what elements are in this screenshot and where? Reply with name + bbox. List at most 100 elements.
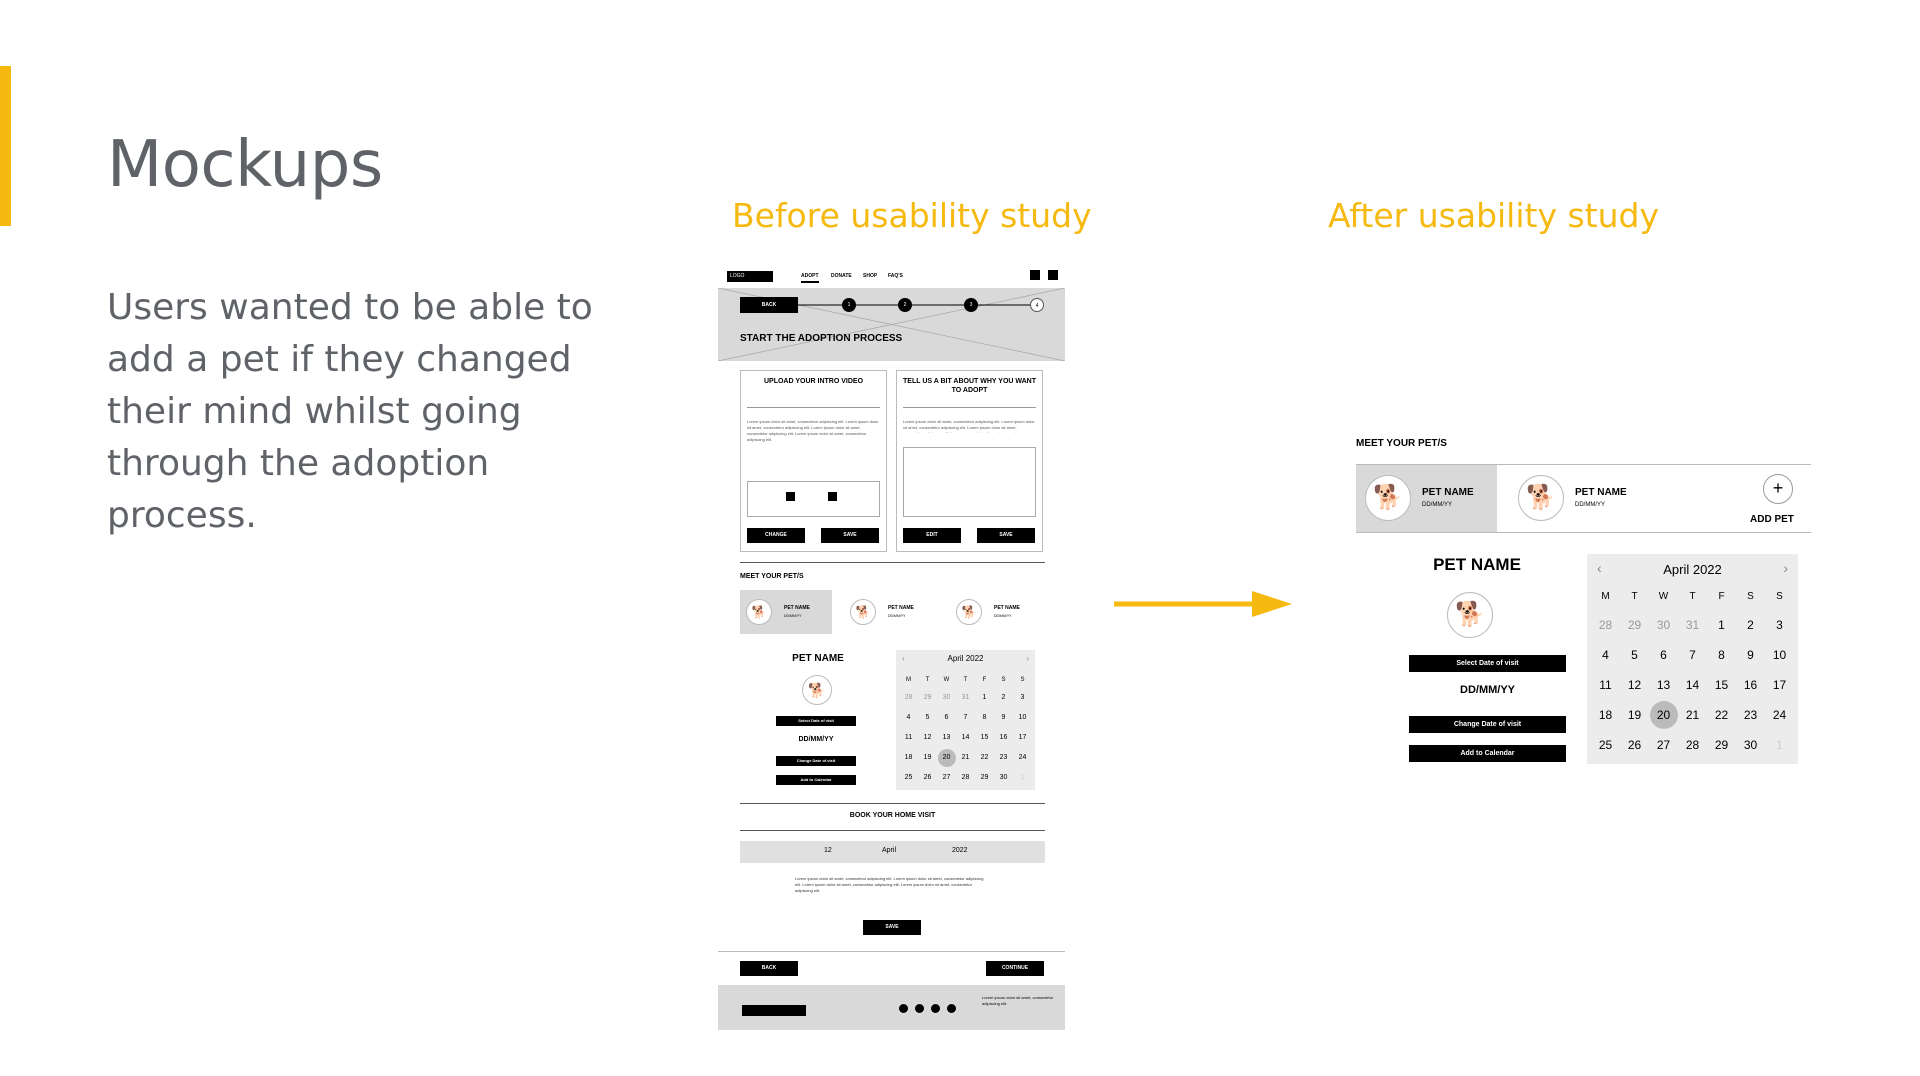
cal-day[interactable]: 12 xyxy=(918,728,937,748)
cal-day[interactable]: 1 xyxy=(1013,768,1032,788)
wf-back-button[interactable]: BACK xyxy=(740,961,798,976)
wf-change-date-button[interactable]: Change Date of visit xyxy=(776,756,856,766)
cal-day[interactable]: 25 xyxy=(899,768,918,788)
social-icon[interactable] xyxy=(931,1004,940,1013)
cal-next-icon[interactable]: › xyxy=(1026,654,1029,663)
cal-day[interactable]: 12 xyxy=(1620,670,1649,700)
wf-nav-cart-icon[interactable] xyxy=(1048,270,1058,280)
cal-day[interactable]: 5 xyxy=(918,708,937,728)
cal-day[interactable]: 7 xyxy=(1678,640,1707,670)
cal-day[interactable]: 19 xyxy=(1620,700,1649,730)
cal-day[interactable]: 14 xyxy=(956,728,975,748)
after-change-date-button[interactable]: Change Date of visit xyxy=(1409,716,1566,733)
cal-day[interactable]: 24 xyxy=(1013,748,1032,768)
cal-day[interactable]: 1 xyxy=(1765,730,1794,760)
after-select-date-button[interactable]: Select Date of visit xyxy=(1409,655,1566,672)
cal-day[interactable]: 31 xyxy=(956,688,975,708)
add-pet-label[interactable]: ADD PET xyxy=(1750,514,1794,525)
wf-date-year[interactable]: 2022 xyxy=(952,847,968,854)
cal-next-icon[interactable]: › xyxy=(1783,560,1788,576)
cal-day[interactable]: 14 xyxy=(1678,670,1707,700)
cal-day[interactable]: 3 xyxy=(1765,610,1794,640)
cal-day[interactable]: 25 xyxy=(1591,730,1620,760)
cal-day[interactable]: 22 xyxy=(975,748,994,768)
wf-save-button[interactable]: SAVE xyxy=(821,528,879,543)
wf-pet-card[interactable]: 🐕 PET NAME DD/MM/YY xyxy=(740,590,832,634)
cal-day[interactable]: 10 xyxy=(1765,640,1794,670)
wf-save-button[interactable]: SAVE xyxy=(863,920,921,935)
cal-day[interactable]: 26 xyxy=(918,768,937,788)
cal-day[interactable]: 29 xyxy=(1707,730,1736,760)
cal-day[interactable]: 16 xyxy=(1736,670,1765,700)
wf-nav-donate[interactable]: DONATE xyxy=(831,273,852,279)
cal-day[interactable]: 28 xyxy=(1678,730,1707,760)
wf-nav-faqs[interactable]: FAQ'S xyxy=(888,273,903,279)
cal-day[interactable]: 3 xyxy=(1013,688,1032,708)
cal-day[interactable]: 11 xyxy=(899,728,918,748)
wf-nav-adopt[interactable]: ADOPT xyxy=(801,273,819,283)
cal-day[interactable]: 4 xyxy=(1591,640,1620,670)
cal-day[interactable]: 15 xyxy=(975,728,994,748)
cal-day[interactable]: 6 xyxy=(1649,640,1678,670)
cal-day[interactable]: 29 xyxy=(975,768,994,788)
wf-change-button[interactable]: CHANGE xyxy=(747,528,805,543)
cal-day[interactable]: 18 xyxy=(899,748,918,768)
cal-day[interactable]: 28 xyxy=(1591,610,1620,640)
cal-day[interactable]: 8 xyxy=(975,708,994,728)
cal-day[interactable]: 17 xyxy=(1013,728,1032,748)
after-pet-card[interactable]: 🐕 PET NAME DD/MM/YY xyxy=(1497,465,1657,532)
wf-nav-shop[interactable]: SHOP xyxy=(863,273,878,279)
wf-add-calendar-button[interactable]: Add to Calendar xyxy=(776,775,856,785)
cal-day[interactable]: 30 xyxy=(994,768,1013,788)
wf-date-day[interactable]: 12 xyxy=(824,847,832,854)
cal-day[interactable]: 9 xyxy=(1736,640,1765,670)
wf-save-button[interactable]: SAVE xyxy=(977,528,1035,543)
wf-edit-button[interactable]: EDIT xyxy=(903,528,961,543)
cal-day[interactable]: 2 xyxy=(1736,610,1765,640)
cal-day[interactable]: 8 xyxy=(1707,640,1736,670)
add-pet-plus-icon[interactable]: + xyxy=(1763,474,1793,504)
cal-day[interactable]: 22 xyxy=(1707,700,1736,730)
cal-day[interactable]: 6 xyxy=(937,708,956,728)
social-icon[interactable] xyxy=(915,1004,924,1013)
wf-nav-account-icon[interactable] xyxy=(1030,270,1040,280)
cal-day[interactable]: 4 xyxy=(899,708,918,728)
cal-day[interactable]: 13 xyxy=(937,728,956,748)
cal-day[interactable]: 23 xyxy=(994,748,1013,768)
cal-day[interactable]: 19 xyxy=(918,748,937,768)
wf-logo[interactable]: LOGO xyxy=(727,271,773,282)
social-icon[interactable] xyxy=(947,1004,956,1013)
cal-day[interactable]: 13 xyxy=(1649,670,1678,700)
cal-day[interactable]: 29 xyxy=(918,688,937,708)
cal-day[interactable]: 1 xyxy=(1707,610,1736,640)
cal-day[interactable]: 21 xyxy=(956,748,975,768)
cal-day[interactable]: 29 xyxy=(1620,610,1649,640)
wf-continue-button[interactable]: CONTINUE xyxy=(986,961,1044,976)
cal-day[interactable]: 1 xyxy=(975,688,994,708)
cal-day[interactable]: 28 xyxy=(899,688,918,708)
social-icon[interactable] xyxy=(899,1004,908,1013)
cal-day[interactable]: 23 xyxy=(1736,700,1765,730)
cal-day[interactable]: 31 xyxy=(1678,610,1707,640)
cal-day[interactable]: 5 xyxy=(1620,640,1649,670)
after-add-calendar-button[interactable]: Add to Calendar xyxy=(1409,745,1566,762)
cal-day[interactable]: 15 xyxy=(1707,670,1736,700)
cal-day[interactable]: 30 xyxy=(1736,730,1765,760)
cal-day[interactable]: 28 xyxy=(956,768,975,788)
cal-day[interactable]: 11 xyxy=(1591,670,1620,700)
wf-upload-box[interactable] xyxy=(747,481,880,517)
cal-day[interactable]: 27 xyxy=(1649,730,1678,760)
cal-day[interactable]: 7 xyxy=(956,708,975,728)
cal-day[interactable]: 30 xyxy=(1649,610,1678,640)
wf-back-button[interactable]: BACK xyxy=(740,297,798,313)
cal-day[interactable]: 10 xyxy=(1013,708,1032,728)
cal-day[interactable]: 21 xyxy=(1678,700,1707,730)
cal-day-selected[interactable]: 20 xyxy=(1649,700,1678,730)
wf-date-picker[interactable]: 12 April 2022 xyxy=(740,841,1045,863)
cal-day[interactable]: 16 xyxy=(994,728,1013,748)
cal-day[interactable]: 18 xyxy=(1591,700,1620,730)
cal-day[interactable]: 26 xyxy=(1620,730,1649,760)
wf-pet-card[interactable]: 🐕 PET NAME DD/MM/YY xyxy=(844,590,936,634)
wf-date-month[interactable]: April xyxy=(882,847,897,854)
cal-prev-icon[interactable]: ‹ xyxy=(902,654,905,663)
